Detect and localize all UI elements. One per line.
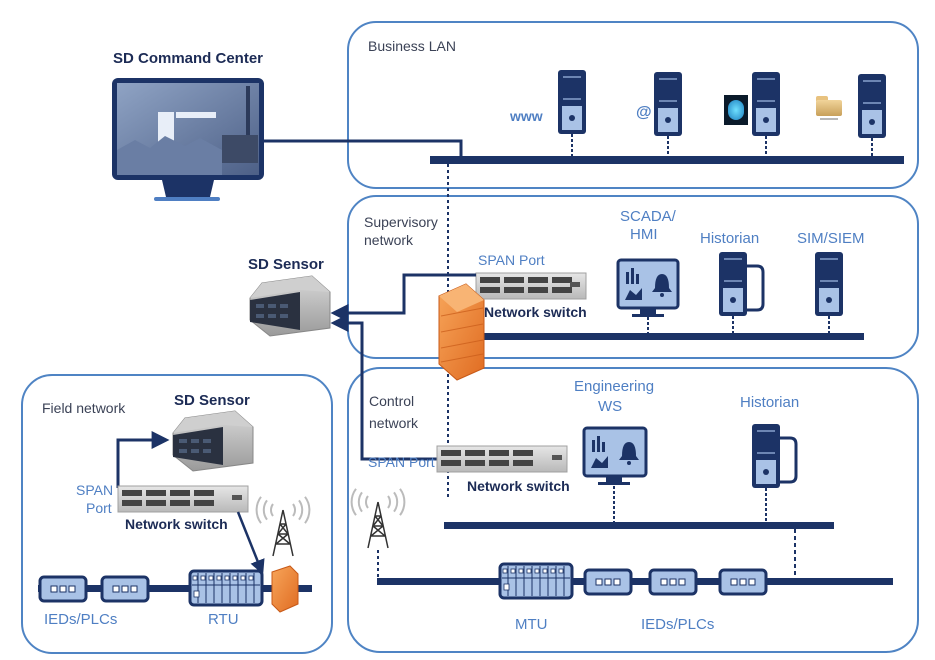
control-radio-tower-icon xyxy=(350,488,406,549)
field-span-label-line1: SPAN xyxy=(76,482,114,498)
rtu-label: RTU xyxy=(208,611,239,628)
zone-control-network xyxy=(347,367,919,653)
supervisory-span-port-label: SPAN Port xyxy=(478,252,545,268)
zone-business-lan xyxy=(347,21,919,189)
business-server-icon-2 xyxy=(654,72,682,136)
control-title-line2: network xyxy=(369,415,419,431)
supervisory-title-line1: Supervisory xyxy=(364,214,438,230)
field-span-label-line2: Port xyxy=(86,500,112,516)
email-at-label: @ xyxy=(636,104,652,121)
business-server-icon-4 xyxy=(858,74,886,138)
control-switch-label: Network switch xyxy=(467,478,570,494)
folder-share-icon xyxy=(816,96,842,120)
sd-sensor-title: SD Sensor xyxy=(248,256,324,273)
control-network-switch-icon xyxy=(436,445,568,473)
field-network-switch-icon xyxy=(117,485,249,513)
control-bus xyxy=(444,522,834,529)
lock-icon xyxy=(724,95,748,125)
scada-label-line1: SCADA/ xyxy=(620,208,676,225)
control-title-line1: Control xyxy=(369,393,415,409)
mtu-label: MTU xyxy=(515,616,548,633)
mtu-device-icon xyxy=(498,562,574,600)
control-ied-plc-icon-3 xyxy=(718,568,768,596)
rtu-device-icon xyxy=(188,569,264,607)
supervisory-historian-server-icon xyxy=(719,252,765,316)
field-radio-tower-icon xyxy=(255,496,311,557)
supervisory-bus xyxy=(470,333,864,340)
control-field-bus xyxy=(377,578,893,585)
zone-supervisory-network xyxy=(347,195,919,359)
control-span-port-label: SPAN Port xyxy=(368,454,435,470)
engineering-ws-label-line2: WS xyxy=(598,398,623,415)
command-center-monitor-icon xyxy=(112,78,264,201)
field-ied-plc-icon-1 xyxy=(38,575,88,603)
business-lan-bus xyxy=(430,156,904,164)
field-bus xyxy=(38,585,312,592)
www-label: www xyxy=(510,108,543,124)
command-center-title: SD Command Center xyxy=(113,50,264,67)
control-ieds-label: IEDs/PLCs xyxy=(641,616,715,633)
field-sd-sensor-title: SD Sensor xyxy=(174,392,250,409)
siem-label: SIM/SIEM xyxy=(797,230,865,247)
business-server-icon-3 xyxy=(752,72,780,136)
field-sd-sensor-device-icon xyxy=(172,410,254,472)
supervisory-network-switch-icon xyxy=(475,272,587,300)
supervisory-title-line2: network xyxy=(364,232,414,248)
supervisory-switch-label: Network switch xyxy=(484,304,587,320)
control-ied-plc-icon-2 xyxy=(648,568,698,596)
scada-hmi-monitor-icon xyxy=(616,258,680,317)
field-network-title: Field network xyxy=(42,400,126,416)
business-lan-title: Business LAN xyxy=(368,38,456,54)
scada-label-line2: HMI xyxy=(630,226,658,243)
zone-field-network xyxy=(21,374,333,654)
field-ied-plc-icon-2 xyxy=(100,575,150,603)
business-server-icon-1 xyxy=(558,70,586,134)
firewall-icon xyxy=(438,283,485,381)
field-ieds-label: IEDs/PLCs xyxy=(44,611,118,628)
siem-server-icon xyxy=(815,252,843,316)
engineering-ws-label-line1: Engineering xyxy=(574,378,655,395)
control-ied-plc-icon-1 xyxy=(583,568,633,596)
engineering-ws-monitor-icon xyxy=(582,426,648,485)
control-historian-label: Historian xyxy=(740,394,800,411)
field-firewall-icon xyxy=(271,565,299,613)
control-historian-server-icon xyxy=(752,424,798,488)
field-switch-label: Network switch xyxy=(125,516,228,532)
supervisory-historian-label: Historian xyxy=(700,230,760,247)
sd-sensor-device-icon xyxy=(249,275,331,337)
